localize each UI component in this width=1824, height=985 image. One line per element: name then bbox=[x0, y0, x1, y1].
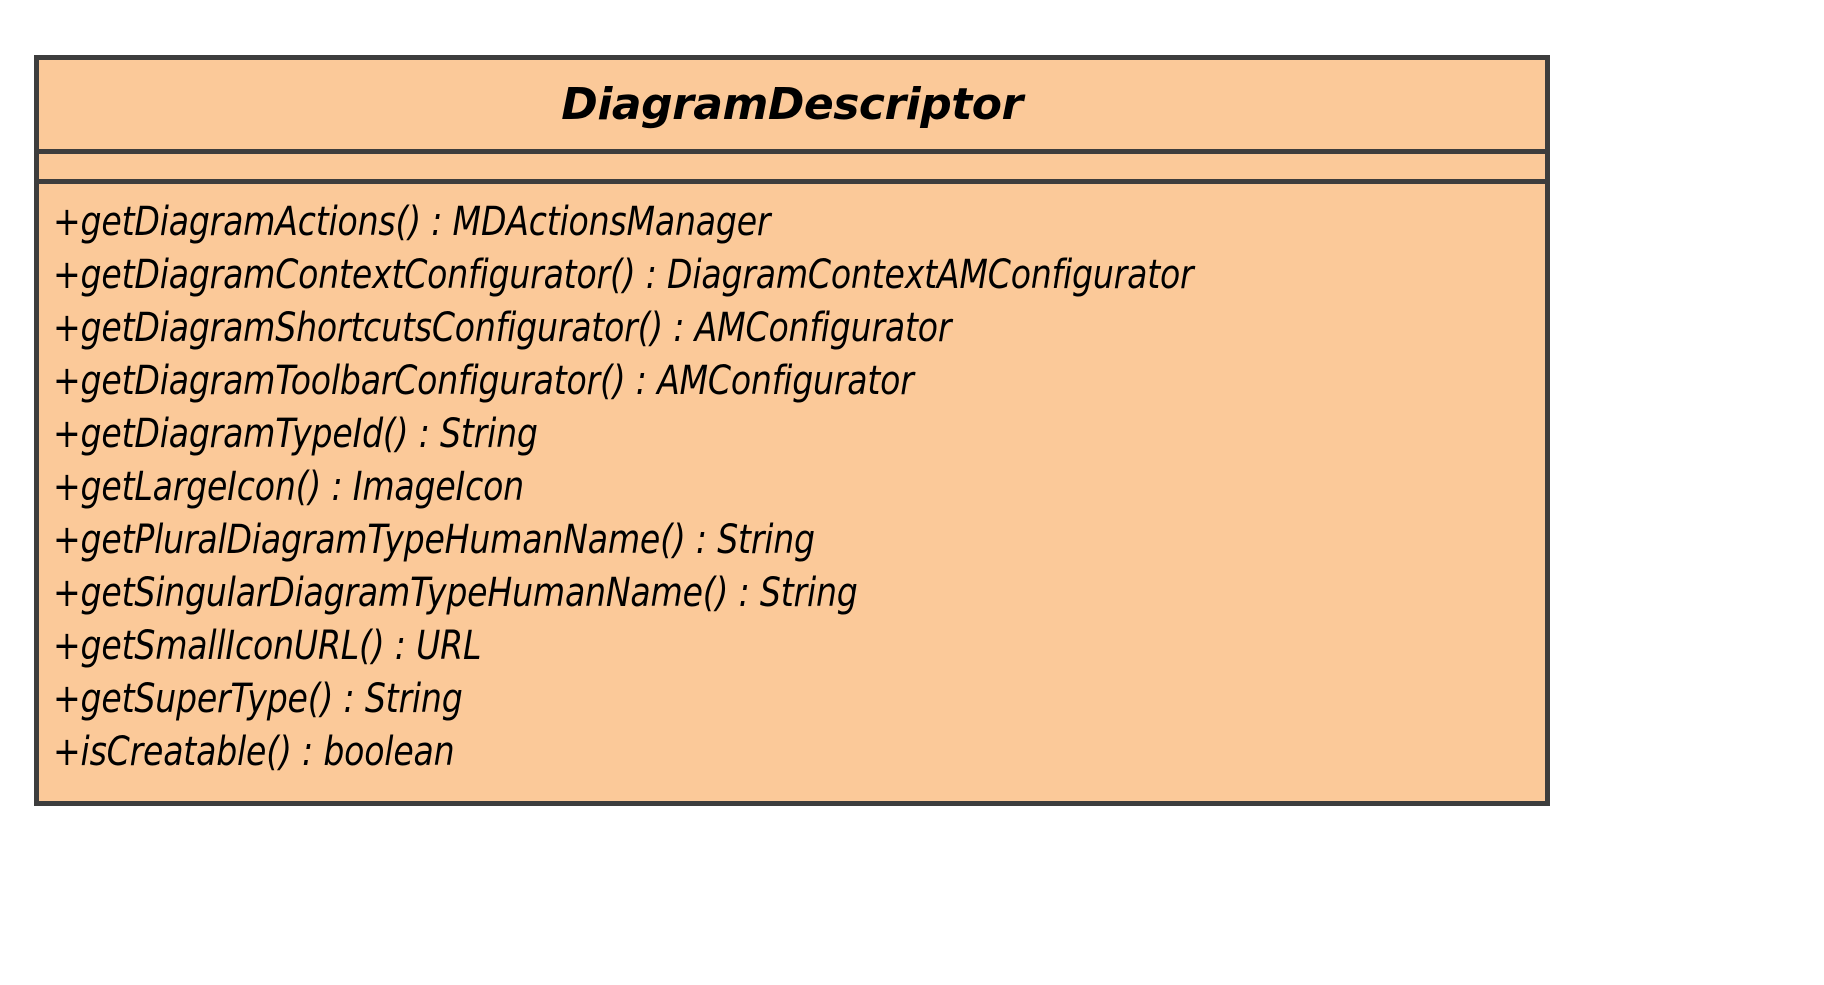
class-operation-row: +getSuperType() : String bbox=[53, 676, 463, 722]
class-operation-row: +getPluralDiagramTypeHumanName() : Strin… bbox=[53, 517, 815, 563]
class-operations-compartment: +getDiagramActions() : MDActionsManager +… bbox=[39, 184, 1545, 801]
class-operation-row: +getDiagramContextConfigurator() : Diagr… bbox=[53, 252, 1194, 298]
uml-class-box-diagramdescriptor[interactable]: DiagramDescriptor +getDiagramActions() :… bbox=[34, 55, 1550, 806]
attributes-empty-placeholder bbox=[39, 154, 1545, 179]
class-operation-row: +getDiagramToolbarConfigurator() : AMCon… bbox=[53, 358, 914, 404]
class-name-compartment: DiagramDescriptor bbox=[39, 60, 1545, 154]
class-operation-row: +getDiagramShortcutsConfigurator() : AMC… bbox=[53, 305, 952, 351]
class-attributes-compartment bbox=[39, 154, 1545, 184]
class-operation-row: +getDiagramActions() : MDActionsManager bbox=[53, 199, 771, 245]
class-operation-row: +getSmallIconURL() : URL bbox=[53, 623, 482, 669]
class-operation-row: +getLargeIcon() : ImageIcon bbox=[53, 464, 524, 510]
class-operation-row: +getDiagramTypeId() : String bbox=[53, 411, 538, 457]
class-operation-row: +isCreatable() : boolean bbox=[53, 729, 455, 775]
class-operation-row: +getSingularDiagramTypeHumanName() : Str… bbox=[53, 570, 858, 616]
class-name-label: DiagramDescriptor bbox=[561, 78, 1023, 130]
